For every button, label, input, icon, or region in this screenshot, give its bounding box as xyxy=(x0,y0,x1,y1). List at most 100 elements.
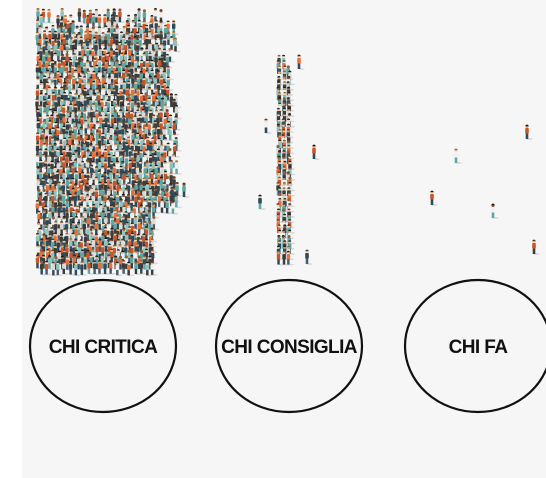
person-figure xyxy=(75,137,83,153)
person-figure xyxy=(276,250,284,266)
label-advisors: CHI CONSIGLIA xyxy=(221,337,358,358)
person-figure xyxy=(91,47,99,63)
person-figure xyxy=(36,76,44,91)
person-figure xyxy=(41,177,49,193)
person-figure xyxy=(130,99,139,114)
person-figure xyxy=(51,216,59,231)
person-figure xyxy=(126,261,135,277)
label-critics: CHI CRITICA xyxy=(49,337,158,358)
person-figure xyxy=(160,54,168,70)
group-doers: CHI FA xyxy=(403,278,546,414)
person-figure xyxy=(108,260,117,275)
person-figure xyxy=(61,159,69,174)
person-figure xyxy=(56,261,64,276)
person-figure xyxy=(127,249,135,265)
ellipse-doers xyxy=(403,278,546,414)
person-figure xyxy=(169,93,177,108)
person-figure xyxy=(156,81,164,97)
person-figure xyxy=(71,110,79,125)
person-figure xyxy=(80,261,88,276)
person-figure xyxy=(134,260,142,275)
person-figure xyxy=(92,260,101,275)
person-figure xyxy=(51,91,59,107)
person-figure xyxy=(118,8,126,24)
person-figure xyxy=(171,199,179,215)
person-figure xyxy=(79,181,87,197)
person-figure xyxy=(68,260,77,276)
person-figure xyxy=(165,199,173,215)
person-figure xyxy=(44,260,52,276)
person-figure xyxy=(74,261,82,277)
person-figure xyxy=(57,216,65,231)
label-doers: CHI FA xyxy=(449,337,509,358)
person-figure xyxy=(286,250,294,266)
person-figure xyxy=(35,254,43,270)
person-figure xyxy=(168,48,176,63)
person-figure xyxy=(174,193,182,209)
person-figure xyxy=(174,104,182,120)
person-figure xyxy=(532,239,540,255)
person-figure xyxy=(65,198,73,214)
person-figure xyxy=(258,194,266,210)
group-critics: CHI CRITICA xyxy=(28,278,178,414)
person-figure xyxy=(174,160,182,175)
crowd-critics xyxy=(35,7,190,277)
person-figure xyxy=(62,249,70,264)
person-figure xyxy=(95,76,103,92)
person-figure xyxy=(182,182,190,198)
person-figure xyxy=(98,81,106,96)
person-figure xyxy=(131,187,139,202)
person-figure xyxy=(175,182,183,197)
person-figure xyxy=(103,260,111,275)
ellipse-critics xyxy=(28,278,178,414)
person-figure xyxy=(91,13,99,28)
person-figure xyxy=(106,198,114,213)
person-figure xyxy=(173,37,181,53)
person-figure xyxy=(118,255,126,271)
person-figure xyxy=(113,232,121,247)
person-figure xyxy=(491,203,499,219)
person-figure xyxy=(39,260,48,276)
person-figure xyxy=(41,8,49,24)
person-figure xyxy=(148,220,156,236)
person-figure xyxy=(83,255,91,271)
person-figure xyxy=(100,154,108,170)
ellipse-advisors xyxy=(214,278,364,414)
person-figure xyxy=(312,144,320,160)
person-figure xyxy=(115,261,123,277)
person-figure xyxy=(51,261,59,277)
person-figure xyxy=(142,244,150,260)
person-figure xyxy=(139,259,147,275)
person-figure xyxy=(91,137,100,153)
person-figure xyxy=(63,228,71,243)
person-figure xyxy=(148,75,156,91)
person-figure xyxy=(77,42,86,58)
person-figure xyxy=(150,261,158,276)
person-figure xyxy=(148,52,156,68)
person-figure xyxy=(39,14,47,29)
crowd-advisors xyxy=(258,54,320,266)
person-figure xyxy=(53,166,61,181)
person-figure xyxy=(97,260,105,275)
group-advisors: CHI CONSIGLIA xyxy=(214,278,364,414)
person-figure xyxy=(172,143,181,158)
person-figure xyxy=(142,9,150,24)
person-figure xyxy=(454,148,462,164)
person-figure xyxy=(65,143,73,159)
person-figure xyxy=(163,148,171,164)
person-figure xyxy=(86,14,94,30)
person-figure xyxy=(525,124,533,140)
person-figure xyxy=(145,261,153,277)
person-figure xyxy=(139,204,147,219)
person-figure xyxy=(150,249,159,265)
person-figure xyxy=(44,48,53,64)
person-figure xyxy=(87,260,95,275)
person-figure xyxy=(430,190,438,206)
person-figure xyxy=(142,255,150,271)
person-figure xyxy=(152,215,160,231)
person-figure xyxy=(62,260,70,275)
person-figure xyxy=(97,14,105,29)
person-figure xyxy=(160,199,168,214)
